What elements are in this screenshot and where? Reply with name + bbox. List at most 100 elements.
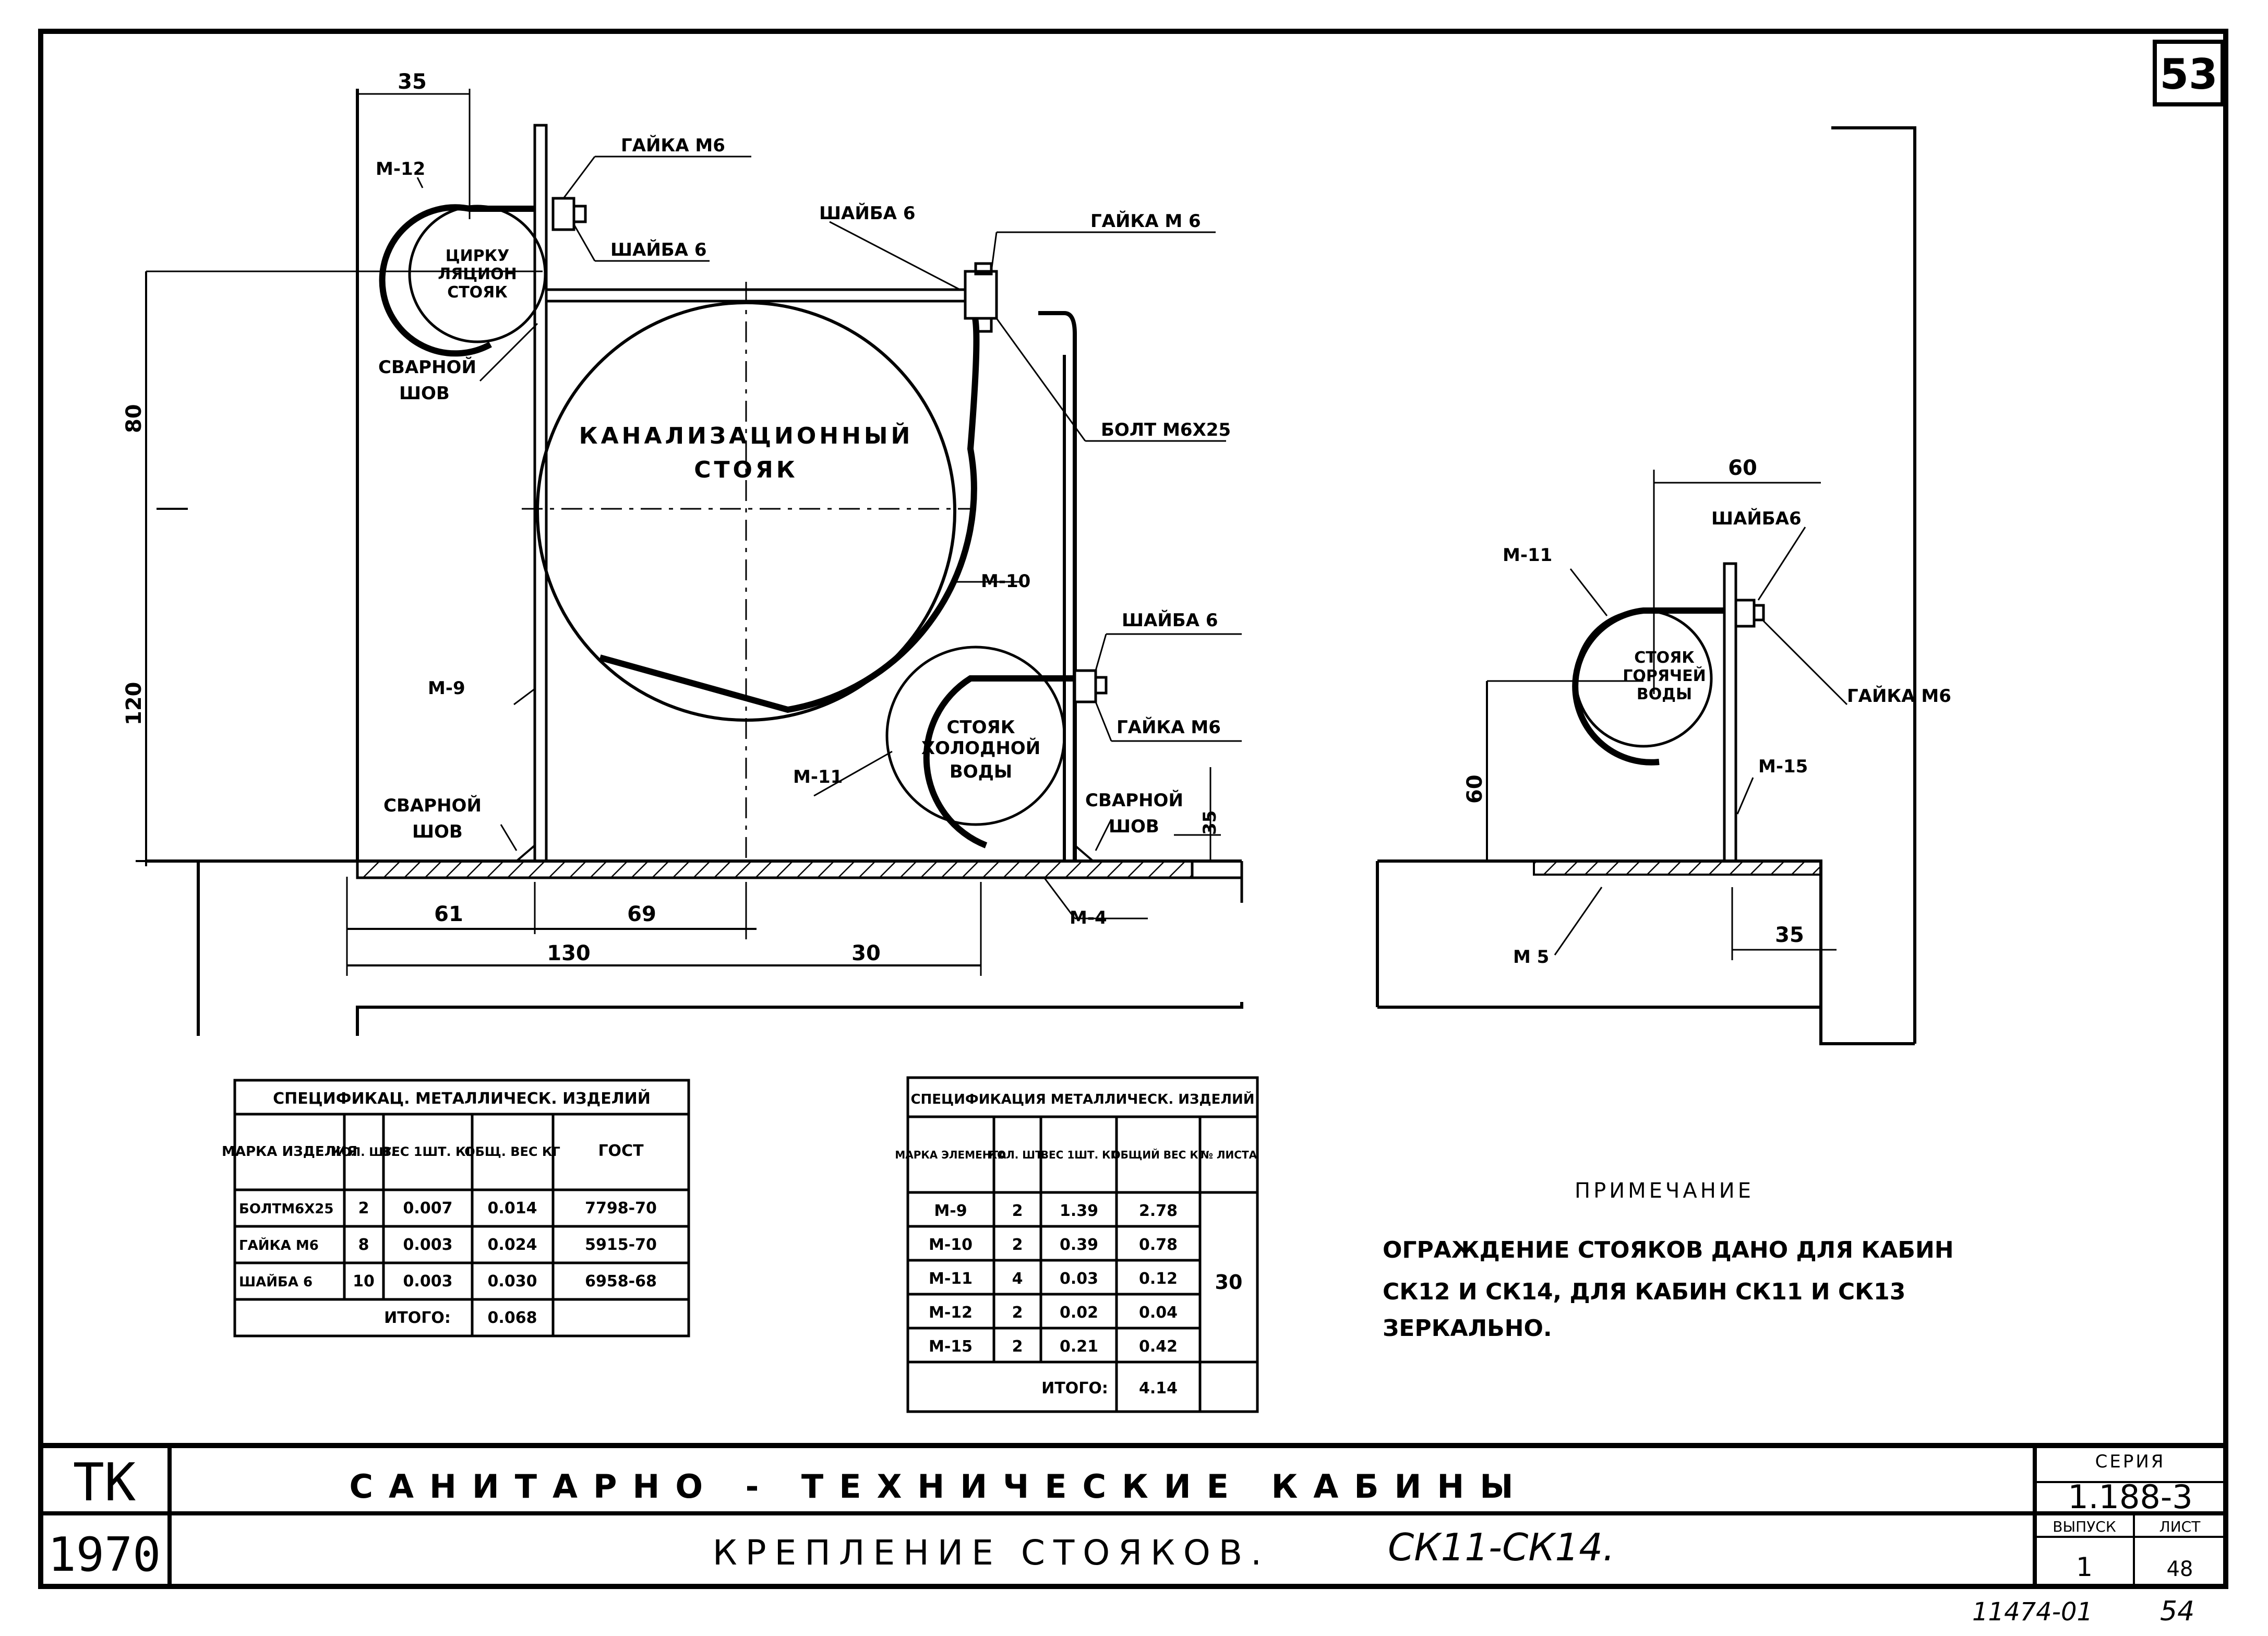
note-line-1: ОГРАЖДЕНИЕ СТОЯКОВ ДАНО ДЛЯ КАБИН: [1383, 1237, 1954, 1263]
table-left-h-unit: ВЕС 1ШТ. КГ: [382, 1144, 474, 1159]
sheet-number-box: 53: [2153, 40, 2225, 106]
table-right-r0-c3: 2.78: [1139, 1202, 1178, 1220]
table-right-r4-c2: 0.21: [1060, 1338, 1098, 1356]
table-right-total-label: ИТОГО:: [1041, 1379, 1108, 1398]
footer-drawing-number: 11474-01: [1972, 1597, 2093, 1627]
table-left-h-total: ОБЩ. ВЕС КГ: [464, 1144, 560, 1159]
spec-table-right-text: СПЕЦИФИКАЦИЯ МЕТАЛЛИЧЕСК. ИЗДЕЛИЙ МАРКА …: [895, 1091, 1257, 1398]
table-right-title: СПЕЦИФИКАЦИЯ МЕТАЛЛИЧЕСК. ИЗДЕЛИЙ: [910, 1091, 1254, 1107]
dim-60-top: 60: [1728, 456, 1757, 480]
dim-35-side: 35: [1199, 810, 1220, 835]
label-shov-1: ШОВ: [399, 383, 450, 404]
title-vypusk-label: ВЫПУСК: [2053, 1518, 2116, 1535]
table-left-title: СПЕЦИФИКАЦ. МЕТАЛЛИЧЕСК. ИЗДЕЛИЙ: [273, 1089, 651, 1108]
table-left-total-value: 0.068: [488, 1309, 537, 1327]
table-right-total-value: 4.14: [1139, 1379, 1178, 1398]
outer-frame: [38, 29, 2228, 1589]
spec-table-left-text: СПЕЦИФИКАЦ. МЕТАЛЛИЧЕСК. ИЗДЕЛИЙ МАРКА И…: [222, 1089, 657, 1327]
label-circ-riser-1: ЦИРКУ: [446, 247, 510, 265]
spec-table-right: [906, 1076, 1259, 1413]
table-right-r2-c0: М-11: [929, 1270, 973, 1288]
note-line-2: СК12 И СК14, ДЛЯ КАБИН СК11 И СК13: [1383, 1279, 1905, 1305]
label-shayba-6-2: ШАЙБА 6: [819, 202, 916, 224]
title-list-value: 48: [2167, 1557, 2193, 1581]
sheet-number: 53: [2159, 50, 2217, 99]
title-vypusk-value: 1: [2076, 1552, 2093, 1582]
label-svarnoy-2: СВАРНОЙ: [383, 795, 482, 816]
right-view: [1376, 126, 1916, 1045]
table-right-r4-c1: 2: [1012, 1338, 1023, 1356]
table-left-r2-c2: 0.003: [403, 1272, 453, 1291]
label-cold-1: СТОЯК: [946, 717, 1015, 738]
table-left-r1-c3: 0.024: [488, 1236, 537, 1254]
table-left-r0-c4: 7798-70: [585, 1199, 657, 1217]
dim-60-side: 60: [1463, 774, 1487, 804]
left-view: [136, 89, 1243, 1036]
label-shayba-6-1: ШАЙБА 6: [610, 239, 707, 260]
table-right-h-total: ОБЩИЙ ВЕС КГ: [1112, 1149, 1205, 1161]
table-left-r2-c4: 6958-68: [585, 1272, 657, 1291]
table-right-h-unit: ВЕС 1ШТ. КГ: [1041, 1149, 1118, 1161]
title-year: 1970: [48, 1527, 161, 1582]
table-left-h-qty: КОЛ. ШТ.: [332, 1146, 395, 1159]
table-right-r0-c1: 2: [1012, 1202, 1023, 1220]
table-right-r0-c0: М-9: [934, 1202, 967, 1220]
table-left-total-label: ИТОГО:: [384, 1309, 451, 1327]
note-line-3: ЗЕРКАЛЬНО.: [1383, 1315, 1552, 1342]
table-left-r0-c0: БОЛТМ6Х25: [239, 1201, 333, 1217]
table-right-r3-c1: 2: [1012, 1304, 1023, 1322]
label-gayka-m6-3: ГАЙКА М6: [1117, 717, 1221, 738]
spec-table-left: [233, 1079, 690, 1338]
label-kanal-1: КАНАЛИЗАЦИОННЫЙ: [579, 422, 914, 449]
label-svarnoy-1: СВАРНОЙ: [378, 356, 476, 378]
table-right-r2-c1: 4: [1012, 1270, 1023, 1288]
label-m5: М 5: [1513, 947, 1549, 968]
table-right-h-qty: КОЛ. ШТ.: [989, 1149, 1046, 1161]
left-view-labels: 35 ГАЙКА М6 М-12 ШАЙБА 6 ЦИРКУ ЛЯЦИОН СТ…: [122, 70, 1231, 965]
table-left-r1-c1: 8: [358, 1236, 369, 1254]
footer: 11474-01 54: [1972, 1596, 2194, 1627]
label-bolt-m6x25: БОЛТ М6Х25: [1101, 420, 1231, 440]
table-right-r1-c0: М-10: [929, 1236, 973, 1254]
title-seriya-label: СЕРИЯ: [2095, 1451, 2166, 1472]
dim-80: 80: [122, 404, 146, 433]
table-left-r2-c1: 10: [353, 1272, 375, 1291]
label-hot-3: ВОДЫ: [1637, 685, 1692, 703]
table-right-sheet-ref: 30: [1215, 1271, 1243, 1294]
title-block: [41, 1443, 2226, 1586]
dim-35-top: 35: [398, 70, 427, 94]
dim-30: 30: [851, 941, 881, 965]
table-right-r3-c0: М-12: [929, 1304, 973, 1322]
table-right-h-sheet: № ЛИСТА: [1201, 1149, 1257, 1161]
title-main: САНИТАРНО - ТЕХНИЧЕСКИЕ КАБИНЫ: [349, 1467, 1529, 1506]
label-shov-2: ШОВ: [412, 821, 463, 842]
label-gayka-m6-2: ГАЙКА М 6: [1090, 210, 1201, 232]
table-right-r4-c3: 0.42: [1139, 1338, 1178, 1356]
label-circ-riser-2: ЛЯЦИОН: [438, 265, 517, 283]
label-m9: М-9: [428, 678, 465, 699]
label-m11: М-11: [793, 767, 843, 787]
footer-page: 54: [2160, 1596, 2194, 1627]
table-right-r3-c3: 0.04: [1139, 1304, 1178, 1322]
note-title: ПРИМЕЧАНИЕ: [1575, 1179, 1754, 1203]
title-sub-models: СК11-СК14.: [1388, 1525, 1615, 1569]
label-m12: М-12: [376, 159, 425, 180]
dim-69: 69: [627, 902, 656, 926]
table-right-r2-c3: 0.12: [1139, 1270, 1178, 1288]
title-sub: КРЕПЛЕНИЕ СТОЯКОВ.: [713, 1533, 1270, 1573]
label-cold-3: ВОДЫ: [950, 761, 1012, 782]
dim-61: 61: [434, 902, 463, 926]
label-m11-right: М-11: [1503, 545, 1552, 566]
title-seriya-value: 1.188-3: [2068, 1478, 2192, 1516]
table-left-h-gost: ГОСТ: [598, 1142, 644, 1160]
table-left-r1-c0: ГАЙКА М6: [239, 1237, 319, 1253]
table-left-r0-c1: 2: [358, 1199, 369, 1217]
table-left-r0-c2: 0.007: [403, 1199, 453, 1217]
table-right-r1-c2: 0.39: [1060, 1236, 1098, 1254]
table-right-r1-c3: 0.78: [1139, 1236, 1178, 1254]
label-cold-2: ХОЛОДНОЙ: [921, 737, 1040, 759]
table-right-r2-c2: 0.03: [1060, 1270, 1098, 1288]
title-list-label: ЛИСТ: [2159, 1518, 2201, 1535]
label-circ-riser-3: СТОЯК: [447, 283, 508, 302]
title-tk: ТК: [73, 1452, 136, 1513]
